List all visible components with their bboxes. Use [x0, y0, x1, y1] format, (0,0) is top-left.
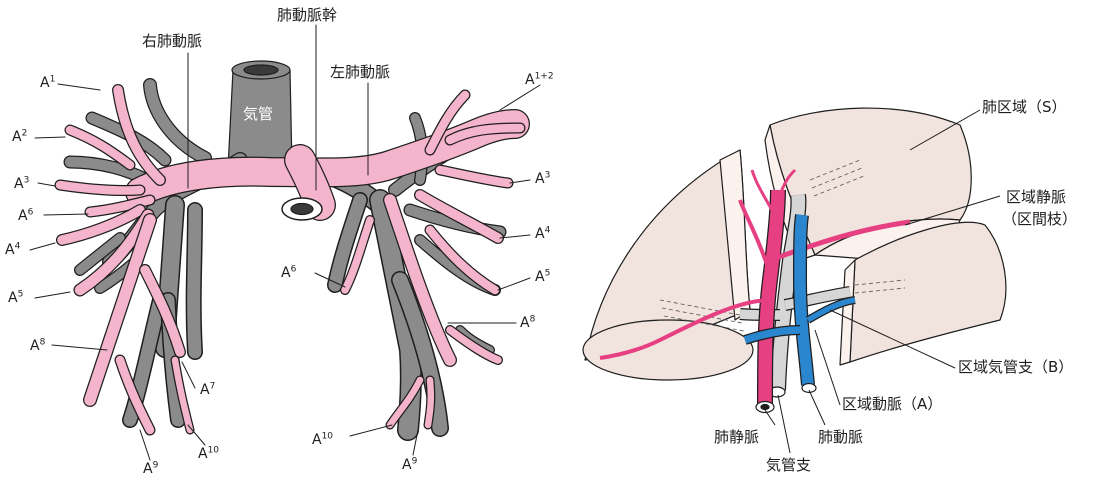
branch-label-a8-right: A8	[30, 339, 45, 353]
left-pulmonary-artery-figure	[30, 25, 540, 460]
branch-label-a4-right: A4	[5, 243, 20, 257]
trachea-label: 気管	[243, 107, 273, 122]
branch-label-a2: A2	[12, 130, 27, 144]
branch-label-a3-left: A3	[535, 172, 550, 186]
segmental-bronchus-label: 区域気管支（B）	[958, 360, 1073, 375]
branch-label-a10-left: A10	[312, 433, 333, 447]
right-lung-segment-figure	[583, 108, 1006, 453]
branch-label-a5-right: A5	[8, 291, 23, 305]
segment-wedge-left	[583, 150, 753, 380]
branch-label-a6-left: A6	[281, 266, 296, 280]
branch-label-a1: A1	[40, 76, 55, 90]
segmental-artery-label: 区域動脈（A）	[842, 397, 942, 412]
left-pulmonary-artery-label: 左肺動脈	[330, 65, 390, 80]
pulmonary-artery-label: 肺動脈	[818, 430, 863, 445]
branch-label-a3-right: A3	[14, 177, 29, 191]
branch-label-a4-left: A4	[535, 227, 550, 241]
branch-label-a9-right: A9	[143, 462, 158, 476]
branch-label-a6-right: A6	[18, 209, 33, 223]
branch-label-a7: A7	[200, 383, 215, 397]
pulmonary-trunk-label: 肺動脈幹	[277, 8, 337, 23]
right-pulmonary-artery-label: 右肺動脈	[142, 34, 202, 49]
branch-label-a10-right: A10	[198, 447, 219, 461]
segmental-vein-label-line1: 区域静脈	[1006, 190, 1066, 205]
branch-label-a8-left: A8	[520, 316, 535, 330]
branch-label-a1plus2: A1+2	[525, 73, 554, 87]
branch-label-a9-left: A9	[402, 458, 417, 472]
lung-segment-label: 肺区域（S）	[982, 100, 1067, 115]
segmental-vein-label-line2: （区間枝）	[1002, 212, 1077, 227]
trunk-cut-end	[282, 198, 322, 220]
pulmonary-vein-label: 肺静脈	[714, 430, 759, 445]
bronchus-label: 気管支	[766, 458, 811, 473]
branch-label-a5-left: A5	[535, 270, 550, 284]
